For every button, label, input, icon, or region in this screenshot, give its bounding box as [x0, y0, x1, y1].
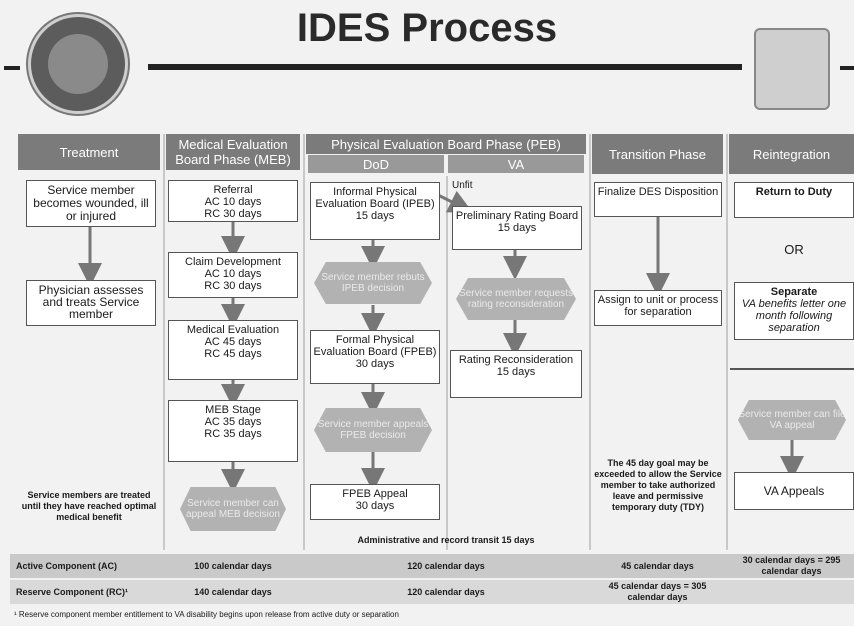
- treatment-box-physician: Physician assesses and treats Service me…: [26, 280, 156, 326]
- ac-row: [10, 554, 854, 578]
- va-reconsideration-hex: Service member requests rating reconside…: [456, 278, 576, 320]
- column-divider: [726, 134, 728, 550]
- separate-text: VA benefits letter one month following s…: [741, 298, 847, 334]
- crest-logo: [754, 28, 830, 110]
- transition-box-finalize: Finalize DES Disposition: [594, 182, 722, 217]
- reint-box-va-appeals: VA Appeals: [734, 472, 854, 510]
- rc-meb: 140 calendar days: [194, 586, 272, 597]
- peb-box-fpeb-appeal: FPEB Appeal 30 days: [310, 484, 440, 520]
- column-divider: [163, 134, 165, 550]
- ac-peb: 120 calendar days: [407, 560, 485, 571]
- ac-reintegration: 30 calendar days = 295 calendar days: [742, 555, 841, 576]
- title-rule: [148, 64, 742, 70]
- rc-peb: 120 calendar days: [407, 586, 485, 597]
- transition-header: Transition Phase: [592, 134, 723, 174]
- meb-box-stage: MEB Stage AC 35 days RC 35 days: [168, 400, 298, 462]
- title-rule-left: [4, 66, 20, 70]
- unfit-label: Unfit: [452, 180, 473, 191]
- reintegration-header: Reintegration: [729, 134, 854, 174]
- separate-title: Separate: [770, 286, 818, 298]
- meb-box-referral: Referral AC 10 days RC 30 days: [168, 180, 298, 222]
- column-divider: [589, 134, 591, 550]
- reint-box-return: Return to Duty: [734, 182, 854, 218]
- meb-box-medical: Medical Evaluation AC 45 days RC 45 days: [168, 320, 298, 380]
- title-rule-right: [840, 66, 854, 70]
- peb-rebut-hex: Service member rebuts IPEB decision: [314, 262, 432, 304]
- transition-box-assign: Assign to unit or process for separation: [594, 290, 722, 326]
- reint-box-separate: Separate VA benefits letter one month fo…: [734, 282, 854, 340]
- peb-box-fpeb: Formal Physical Evaluation Board (FPEB) …: [310, 330, 440, 384]
- dod-subheader: DoD: [308, 155, 444, 173]
- ac-transition: 45 calendar days: [621, 560, 694, 571]
- va-box-rating: Preliminary Rating Board 15 days: [452, 206, 582, 250]
- treatment-note: Service members are treated until they h…: [21, 490, 157, 522]
- page-title: IDES Process: [296, 6, 558, 50]
- navy-seal-logo: [28, 14, 128, 114]
- rc-transition: 45 calendar days = 305 calendar days: [608, 581, 707, 602]
- meb-appeal-hex: Service member can appeal MEB decision: [180, 487, 286, 531]
- reint-divider: [730, 368, 854, 370]
- treatment-header: Treatment: [18, 134, 160, 170]
- treatment-box-injured: Service member becomes wounded, ill or i…: [26, 180, 156, 227]
- flow-arrows: [78, 190, 804, 493]
- transit-note: Administrative and record transit 15 day…: [357, 535, 535, 545]
- peb-appeal-hex: Service member appeals FPEB decision: [314, 408, 432, 452]
- meb-box-claim: Claim Development AC 10 days RC 30 days: [168, 252, 298, 298]
- meb-header: Medical Evaluation Board Phase (MEB): [166, 134, 300, 170]
- column-divider: [303, 134, 305, 550]
- va-box-reconsideration: Rating Reconsideration 15 days: [450, 350, 582, 398]
- rc-row: [10, 580, 854, 604]
- footnote: ¹ Reserve component member entitlement t…: [14, 610, 399, 619]
- transition-note: The 45 day goal may be exceeded to allow…: [594, 458, 722, 512]
- or-label: OR: [784, 242, 804, 257]
- peb-header: Physical Evaluation Board Phase (PEB): [306, 134, 586, 154]
- column-divider: [446, 176, 448, 550]
- reint-appeal-hex: Service member can file VA appeal: [738, 400, 846, 440]
- peb-box-ipeb: Informal Physical Evaluation Board (IPEB…: [310, 182, 440, 240]
- ac-label: Active Component (AC): [16, 561, 117, 571]
- rc-label: Reserve Component (RC)¹: [16, 587, 129, 597]
- ac-meb: 100 calendar days: [194, 560, 272, 571]
- va-subheader: VA: [448, 155, 584, 173]
